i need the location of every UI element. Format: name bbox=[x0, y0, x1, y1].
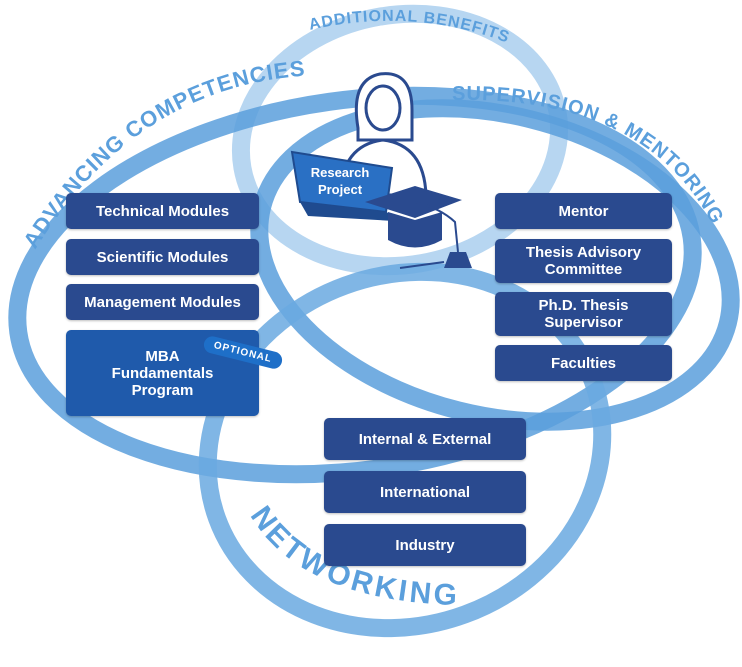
laptop-text-line1: Research bbox=[311, 165, 370, 180]
mba-line2: Fundamentals bbox=[111, 364, 214, 382]
technical-modules-label: Technical Modules bbox=[95, 202, 230, 220]
management-modules-box: Management Modules bbox=[66, 284, 259, 320]
industry-label: Industry bbox=[395, 536, 455, 554]
scientific-modules-label: Scientific Modules bbox=[96, 248, 229, 266]
scientific-modules-box: Scientific Modules bbox=[66, 239, 259, 275]
international-box: International bbox=[324, 471, 526, 513]
laptop-text-line2: Project bbox=[318, 182, 363, 197]
management-modules-label: Management Modules bbox=[84, 293, 241, 311]
tac-line2: Committee bbox=[544, 261, 623, 278]
international-label: International bbox=[379, 483, 470, 501]
mba-line1: MBA bbox=[145, 347, 180, 365]
supervision-ring bbox=[250, 99, 740, 431]
faculties-label: Faculties bbox=[550, 354, 617, 372]
faculties-box: Faculties bbox=[495, 345, 672, 381]
internal-external-box: Internal & External bbox=[324, 418, 526, 460]
mba-line3: Program bbox=[131, 381, 194, 399]
networking-ring bbox=[198, 262, 612, 638]
phd-line2: Supervisor bbox=[544, 314, 623, 331]
technical-modules-box: Technical Modules bbox=[66, 193, 259, 229]
advancing-competencies-ring bbox=[8, 86, 702, 484]
industry-box: Industry bbox=[324, 524, 526, 566]
thesis-advisory-committee-box: Thesis Advisory Committee bbox=[495, 239, 672, 283]
mentor-box: Mentor bbox=[495, 193, 672, 229]
mentor-label: Mentor bbox=[558, 202, 609, 220]
laptop-icon: Research Project bbox=[290, 150, 412, 222]
additional-benefits-label: ADDITIONAL BENEFITS bbox=[307, 8, 512, 47]
internal-external-label: Internal & External bbox=[358, 430, 492, 448]
graduation-cap-icon bbox=[365, 186, 472, 269]
phd-line1: Ph.D. Thesis bbox=[538, 297, 629, 314]
tac-line1: Thesis Advisory bbox=[525, 244, 642, 261]
phd-thesis-supervisor-box: Ph.D. Thesis Supervisor bbox=[495, 292, 672, 336]
